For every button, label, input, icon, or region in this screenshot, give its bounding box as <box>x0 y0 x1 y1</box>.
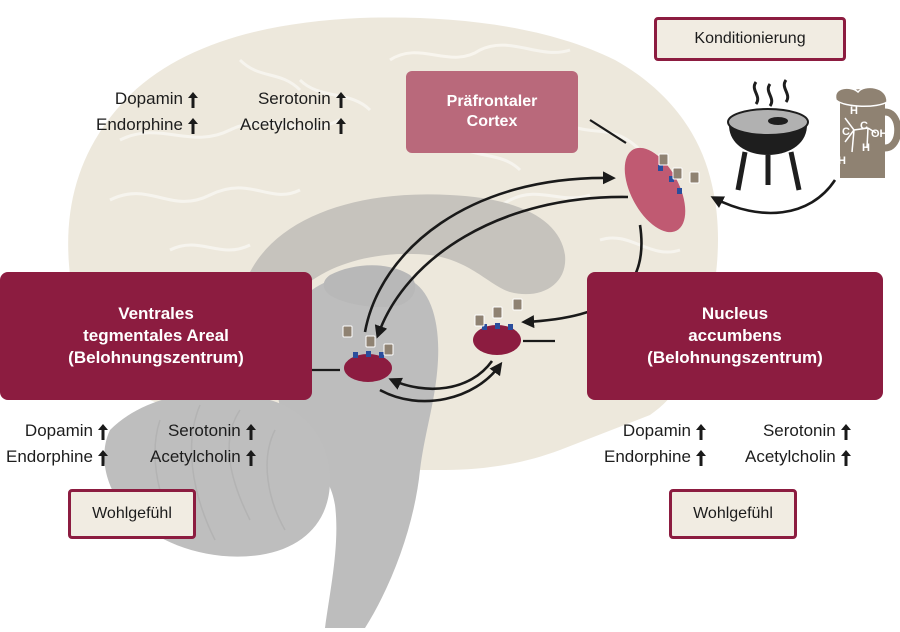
wellbeing-left-label: Wohlgefühl <box>92 505 172 522</box>
left-neurotransmitters-left: Dopamin Endorphine <box>6 418 108 470</box>
pathway-arrows <box>363 171 837 403</box>
left-endorphine: Endorphine <box>6 447 93 466</box>
top-neurotransmitters-left: Dopamin Endorphine <box>96 86 198 138</box>
vta-box: Ventrales tegmentales Areal (Belohnungsz… <box>0 272 312 400</box>
prefrontal-region <box>624 147 686 233</box>
top-acetylcholin: Acetylcholin <box>240 115 331 134</box>
arrow-pfc-to-vta <box>374 195 629 339</box>
brainstem-shape <box>276 271 439 628</box>
molecule-h5: H <box>862 142 870 154</box>
arrow-up-icon <box>187 92 198 108</box>
prefrontal-line2: Cortex <box>466 113 518 130</box>
nac-region <box>473 325 521 355</box>
beer-mug-icon <box>834 86 900 178</box>
right-neurotransmitters-right: Serotonin Acetylcholin <box>745 418 851 470</box>
top-endorphine: Endorphine <box>96 115 183 134</box>
gyri-texture <box>109 43 681 254</box>
vta-line2: tegmentales Areal <box>83 326 229 345</box>
arrow-vta-to-nac <box>379 361 503 403</box>
right-dopamin: Dopamin <box>622 421 691 440</box>
molecule-h2: H <box>815 127 823 139</box>
vta-line3: (Belohnungszentrum) <box>68 348 244 367</box>
nac-line2: accumbens <box>688 326 782 345</box>
molecule-h1: H <box>850 105 858 117</box>
top-dopamin: Dopamin <box>114 89 183 108</box>
arrow-vta-to-pfc <box>363 171 616 333</box>
conditioning-box: Konditionierung <box>654 17 846 61</box>
arrow-nac-to-vta <box>388 360 494 391</box>
molecule-h4: H <box>838 155 846 167</box>
molecule-h3: H <box>828 140 836 152</box>
arrow-up-icon <box>187 118 198 134</box>
corpus-callosum <box>250 194 566 299</box>
thalamus-shape <box>323 265 416 308</box>
arrow-up-icon <box>695 424 706 440</box>
vta-line1: Ventrales <box>118 304 194 323</box>
arrow-up-icon <box>245 450 256 466</box>
molecule-c2: C <box>860 120 868 132</box>
left-acetylcholin: Acetylcholin <box>150 447 241 466</box>
arrow-up-icon <box>840 424 851 440</box>
right-neurotransmitters-left: Dopamin Endorphine <box>604 418 706 470</box>
wellbeing-right-label: Wohlgefühl <box>693 505 773 522</box>
wellbeing-left-box: Wohlgefühl <box>68 489 196 539</box>
arrow-up-icon <box>840 450 851 466</box>
right-acetylcholin: Acetylcholin <box>745 447 836 466</box>
arrow-up-icon <box>245 424 256 440</box>
top-neurotransmitters-right: Serotonin Acetylcholin <box>240 86 346 138</box>
left-dopamin: Dopamin <box>24 421 93 440</box>
prefrontal-line1: Präfrontaler <box>446 93 538 110</box>
nac-line3: (Belohnungszentrum) <box>647 348 823 367</box>
top-serotonin: Serotonin <box>257 89 331 108</box>
nac-box: Nucleus accumbens (Belohnungszentrum) <box>587 272 883 400</box>
grill-icon <box>727 79 809 191</box>
wellbeing-right-box: Wohlgefühl <box>669 489 797 539</box>
arrow-up-icon <box>695 450 706 466</box>
connector-lines <box>312 119 627 372</box>
arrow-conditioning-to-pfc <box>710 179 837 215</box>
receptors <box>353 165 682 358</box>
mini-beer-mugs <box>342 153 700 356</box>
right-serotonin: Serotonin <box>762 421 836 440</box>
conditioning-label: Konditionierung <box>694 30 806 47</box>
arrow-up-icon <box>335 92 346 108</box>
arrow-up-icon <box>97 424 108 440</box>
right-endorphine: Endorphine <box>604 447 691 466</box>
molecule-c1: C <box>842 126 850 138</box>
vta-region <box>344 354 392 382</box>
molecule-oh: OH <box>871 128 888 140</box>
nac-line1: Nucleus <box>701 304 769 323</box>
prefrontal-cortex-box: Präfrontaler Cortex <box>406 71 578 153</box>
arrow-up-icon <box>97 450 108 466</box>
arrow-up-icon <box>335 118 346 134</box>
left-neurotransmitters-right: Serotonin Acetylcholin <box>150 418 256 470</box>
left-serotonin: Serotonin <box>167 421 241 440</box>
